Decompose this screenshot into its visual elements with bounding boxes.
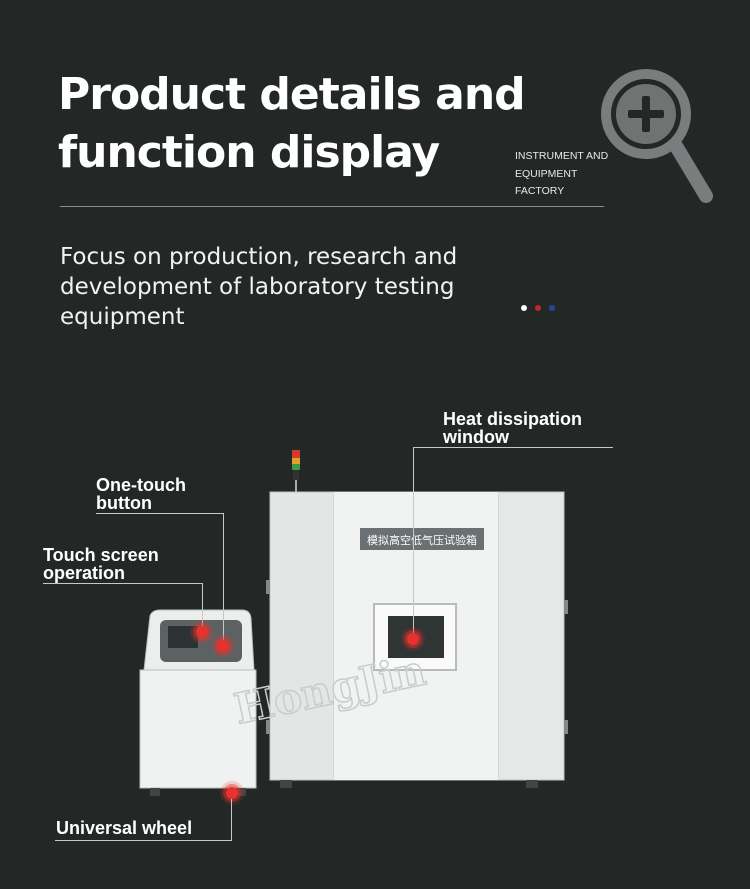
callout-line bbox=[223, 513, 224, 645]
tagline-line-2: development of laboratory testing bbox=[60, 274, 455, 300]
magnifier-plus-icon bbox=[601, 69, 713, 203]
hotspot-universal-wheel bbox=[226, 787, 238, 799]
callout-line bbox=[413, 447, 414, 635]
brand-text: INSTRUMENT AND EQUIPMENT FACTORY bbox=[515, 150, 609, 197]
callout-heat-window: Heat dissipation window bbox=[443, 409, 583, 447]
callout-universal-wheel: Universal wheel bbox=[56, 818, 193, 838]
callout-line bbox=[231, 799, 232, 840]
callout-line bbox=[202, 583, 203, 629]
hotspot-one-touch bbox=[217, 640, 229, 652]
hotspot-touch-screen bbox=[196, 626, 208, 638]
header-divider bbox=[60, 206, 604, 207]
title-line-2: function display bbox=[58, 127, 440, 178]
tagline: Focus on production, research and develo… bbox=[60, 242, 457, 332]
callout-one-touch-button: One-touch button bbox=[96, 475, 186, 513]
tagline-line-1: Focus on production, research and bbox=[60, 244, 458, 270]
product-image: 模拟高空低气压试验箱 HongJin bbox=[139, 450, 568, 796]
tagline-line-3: equipment bbox=[60, 304, 185, 330]
dot-white bbox=[521, 305, 527, 311]
dot-red bbox=[535, 305, 541, 311]
callout-line bbox=[55, 840, 232, 841]
page-title: Product details and function display bbox=[58, 66, 526, 182]
callout-line bbox=[413, 447, 613, 448]
svg-text:模拟高空低气压试验箱: 模拟高空低气压试验箱 bbox=[367, 533, 477, 547]
callout-line bbox=[43, 583, 203, 584]
callout-touch-screen: Touch screen operation bbox=[43, 545, 159, 583]
hotspot-heat-window bbox=[407, 633, 419, 645]
callout-line bbox=[96, 513, 224, 514]
dot-blue bbox=[549, 305, 555, 311]
title-line-1: Product details and bbox=[58, 69, 526, 120]
